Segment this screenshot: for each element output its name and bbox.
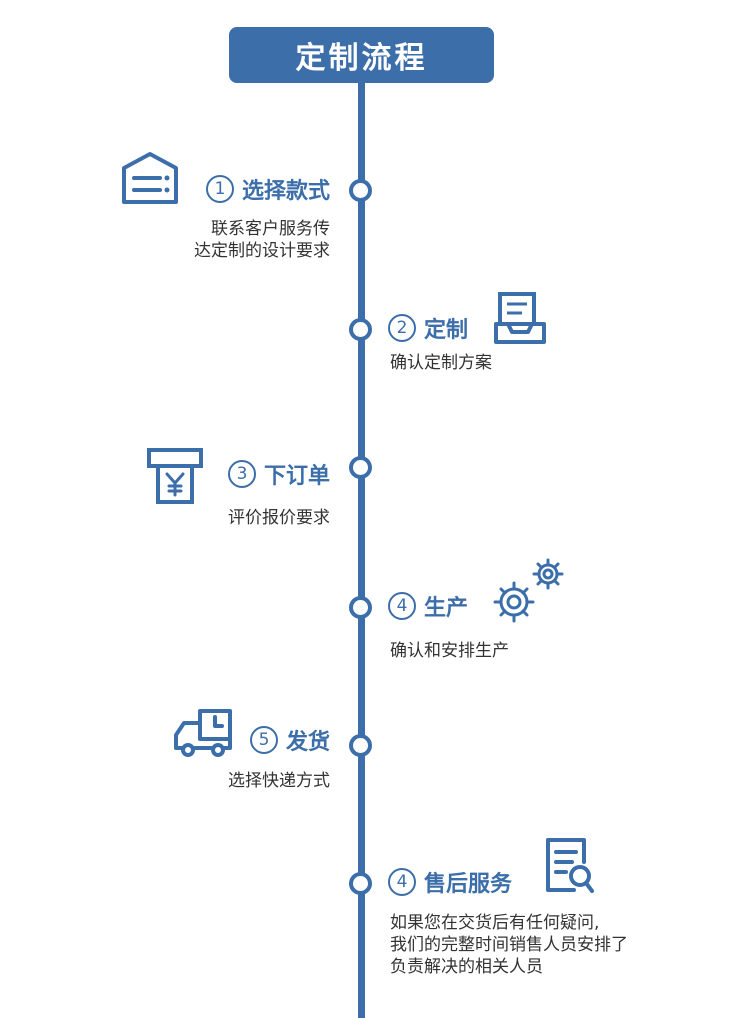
yuan-receipt-icon — [147, 448, 203, 504]
step-5-number: 5 — [249, 726, 278, 754]
step-1-title: 1 选择款式 — [205, 172, 330, 206]
step-6-number: 4 — [388, 868, 416, 896]
step-1-number: 1 — [205, 175, 234, 203]
timeline-node-1 — [349, 179, 372, 202]
step-3-description: 评价报价要求 — [228, 508, 330, 528]
step-2-description: 确认定制方案 — [390, 353, 492, 373]
step-4-label: 生产 — [424, 596, 469, 621]
timeline-node-3 — [349, 456, 372, 479]
store-icon — [122, 152, 178, 204]
step-3-label: 下订单 — [263, 464, 330, 489]
step-5-label: 发货 — [285, 730, 330, 755]
step-6-description: 如果您在交货后有任何疑问, 我们的完整时间销售人员安排了 负责解决的相关人员 — [390, 913, 628, 977]
step-2-number: 2 — [388, 314, 416, 342]
step-3-number: 3 — [227, 460, 256, 488]
timeline-node-5 — [349, 734, 372, 757]
page-title: 定制流程 — [229, 27, 494, 83]
timeline-line — [358, 83, 365, 1018]
step-5-title: 5 发货 — [249, 723, 330, 757]
inbox-tray-icon — [494, 292, 546, 344]
step-1-label: 选择款式 — [241, 179, 330, 204]
timeline-node-4 — [349, 596, 372, 619]
step-5-description: 选择快递方式 — [228, 771, 330, 791]
step-4-title: 4 生产 — [388, 589, 468, 623]
step-1-description: 联系客户服务传 达定制的设计要求 — [194, 219, 330, 261]
step-4-description: 确认和安排生产 — [390, 641, 509, 661]
gears-icon — [493, 558, 564, 623]
document-search-icon — [546, 838, 594, 893]
step-2-label: 定制 — [424, 318, 469, 343]
step-3-title: 3 下订单 — [227, 457, 330, 491]
step-2-title: 2 定制 — [388, 311, 468, 345]
step-4-number: 4 — [388, 592, 416, 620]
delivery-truck-icon — [174, 709, 232, 757]
step-6-label: 售后服务 — [424, 872, 513, 897]
step-6-title: 4 售后服务 — [388, 865, 512, 899]
timeline-node-6 — [349, 872, 372, 895]
timeline-node-2 — [349, 318, 372, 341]
